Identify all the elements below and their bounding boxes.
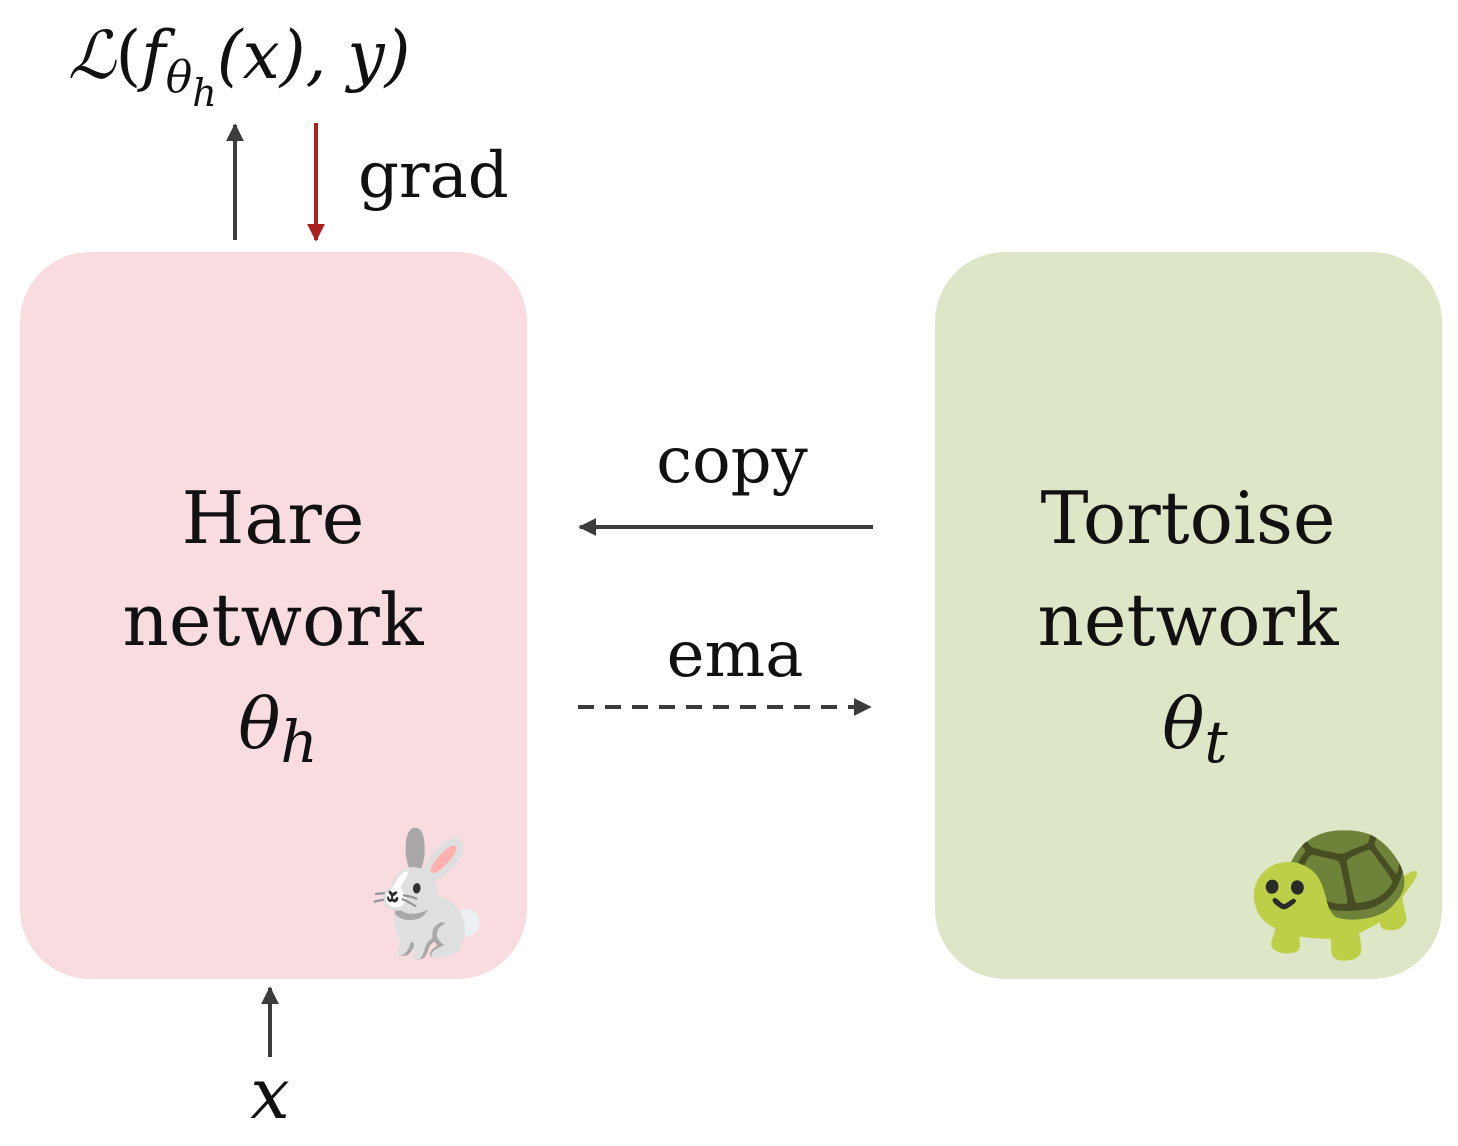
rabbit-icon: 🐇 [350, 825, 499, 964]
tortoise-param-sub: t [1204, 708, 1228, 776]
grad-label: grad [358, 139, 509, 213]
tortoise-subtitle: network [1038, 578, 1340, 662]
loss-expression: ℒ(fθh(x), y) [68, 17, 410, 115]
tortoise-param-theta: θ [1162, 683, 1204, 765]
loss-script-l: ℒ [68, 17, 117, 94]
input-x: x [250, 1053, 289, 1135]
loss-f-sub-h: h [192, 71, 216, 115]
hare-param-theta: θ [238, 683, 280, 765]
tortoise-title: Tortoise [1040, 476, 1335, 560]
loss-args: (x), y) [217, 17, 411, 94]
hare-subtitle: network [123, 578, 425, 662]
tortoise-network-box [935, 252, 1442, 979]
hare-param-sub: h [280, 708, 317, 776]
turtle-icon: 🐢 [1242, 797, 1429, 971]
copy-label: copy [656, 424, 808, 498]
loss-f-sub-theta: θ [166, 52, 193, 103]
ema-label: ema [667, 618, 804, 692]
hare-param: θh [238, 683, 318, 776]
loss-open-paren: ( [116, 17, 142, 94]
tortoise-param: θt [1162, 683, 1228, 776]
hare-title: Hare [182, 476, 365, 560]
hare-network-box [20, 252, 527, 979]
